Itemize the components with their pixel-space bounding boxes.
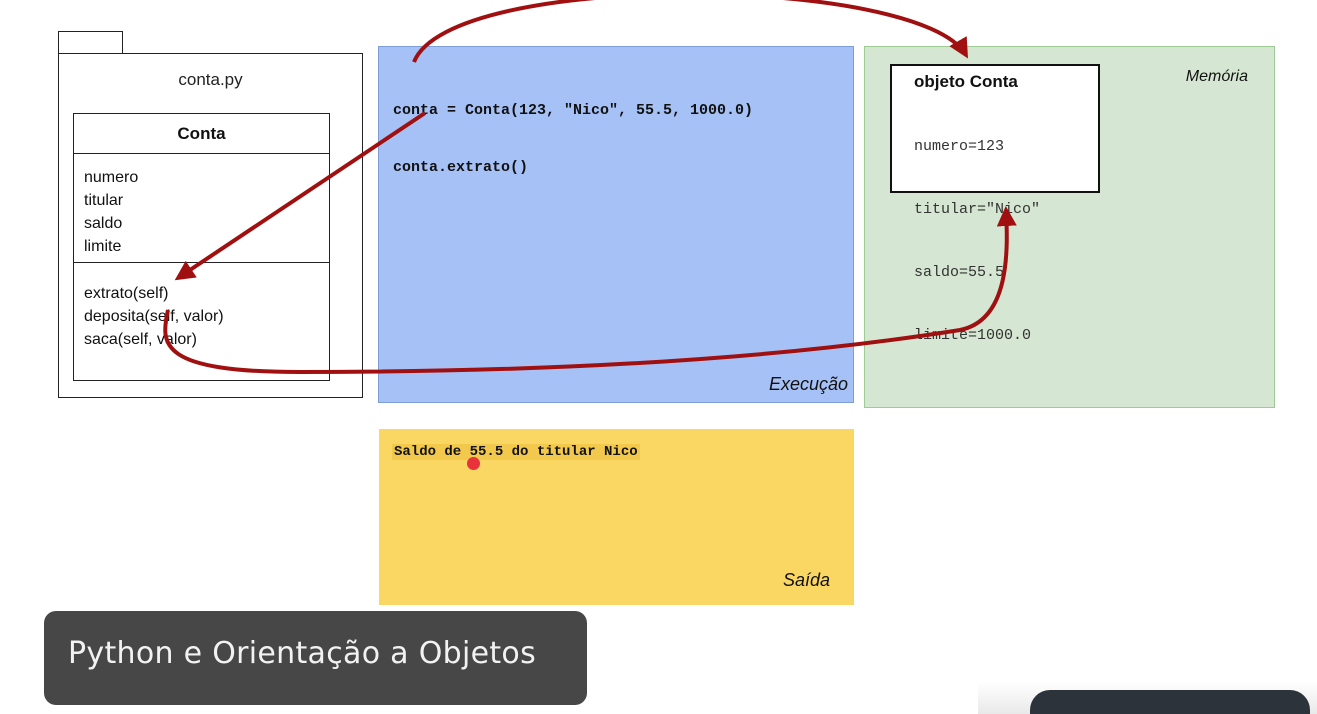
package-tab: [58, 31, 123, 54]
class-name: Conta: [73, 113, 330, 154]
method-deposita: deposita(self, valor): [84, 308, 224, 325]
code-line-2: conta.extrato(): [393, 159, 529, 176]
field-numero: numero=123: [914, 138, 1005, 155]
caption-banner: [44, 611, 587, 705]
attribute-titular: titular: [84, 192, 124, 209]
attribute-numero: numero: [84, 169, 139, 186]
attribute-limite: limite: [84, 238, 122, 255]
output-text: Saldo de 55.5 do titular Nico: [392, 444, 640, 460]
class-attributes: numero titular saldo limite: [84, 166, 138, 258]
presenter-silhouette: [1030, 690, 1310, 714]
output-label: Saída: [782, 570, 830, 590]
code-line-1: conta = Conta(123, "Nico", 55.5, 1000.0): [393, 102, 754, 119]
pointer-dot: [467, 457, 480, 470]
object-fields: numero=123 titular="Nico" saldo=55.5 lim…: [914, 94, 1040, 367]
execution-code: conta = Conta(123, "Nico", 55.5, 1000.0)…: [393, 63, 753, 196]
memory-label: Memória: [1185, 68, 1248, 85]
object-box: [890, 64, 1100, 193]
caption-text: Python e Orientação a Objetos: [68, 636, 537, 671]
field-saldo: saldo=55.5: [914, 264, 1005, 281]
object-title: objeto Conta: [914, 72, 1018, 91]
attribute-saldo: saldo: [84, 215, 123, 232]
execution-label: Execução: [768, 374, 848, 394]
method-extrato: extrato(self): [84, 285, 169, 302]
class-methods: extrato(self) deposita(self, valor) saca…: [84, 282, 224, 351]
field-limite: limite=1000.0: [914, 327, 1032, 344]
class-divider: [73, 262, 330, 263]
field-titular: titular="Nico": [914, 201, 1041, 218]
method-saca: saca(self, valor): [84, 331, 197, 348]
package-name: conta.py: [178, 70, 243, 89]
